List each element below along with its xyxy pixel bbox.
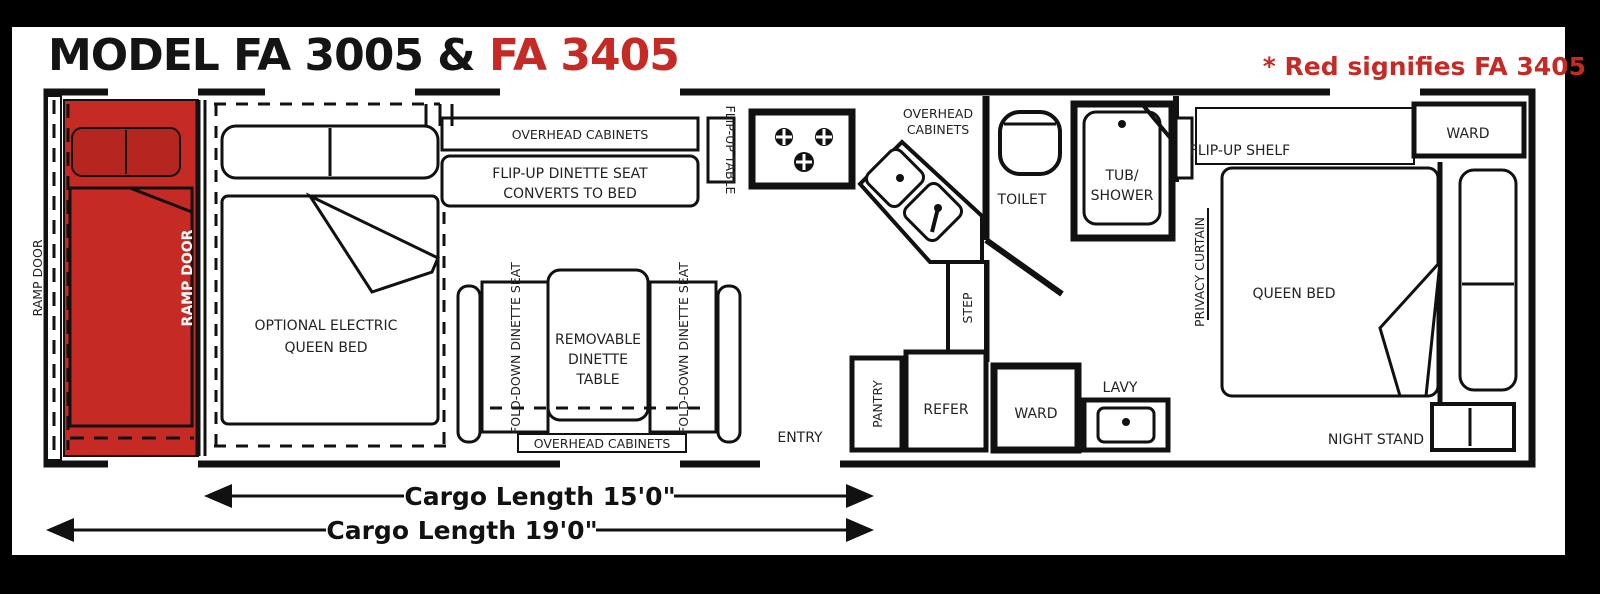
privacy-curtain-label: PRIVACY CURTAIN <box>1192 217 1207 327</box>
ward-top <box>1411 101 1527 159</box>
toilet-bowl <box>998 110 1062 176</box>
flip-up-shelf-label: FLIP-UP SHELF <box>1190 143 1290 159</box>
dinette-seat-label-2: CONVERTS TO BED <box>503 186 637 202</box>
bottom-window-breaks <box>108 460 840 468</box>
arrow-left-icon <box>46 518 74 542</box>
bottom-black-strip <box>0 560 1600 594</box>
optional-bed-label-2: QUEEN BED <box>284 340 367 356</box>
ramp-door-inner-label: RAMP DOOR <box>180 229 196 326</box>
flip-up-table-label: FLIP-UP TABLE <box>723 106 738 195</box>
dinette-arm-left <box>456 284 482 444</box>
red-blanket-fold <box>129 186 194 228</box>
sink-drain-left <box>896 174 904 182</box>
removable-table-label-3: TABLE <box>575 372 619 388</box>
dinette-seat-label-1: FLIP-UP DINETTE SEAT <box>492 166 648 182</box>
burner-cross-icons <box>776 129 832 170</box>
night-stand <box>1430 402 1516 452</box>
top-window-breaks <box>108 88 1420 96</box>
dinette-arm-right <box>716 284 742 444</box>
flip-up-shelf-bracket <box>1174 116 1194 180</box>
cargo-19-dimension: Cargo Length 19'0" <box>46 516 874 545</box>
refer-label: REFER <box>923 402 968 418</box>
entry-label: ENTRY <box>777 430 823 446</box>
queen-blanket-fold <box>1378 257 1442 398</box>
overhead-cabinets-top <box>440 116 700 152</box>
step-label: STEP <box>960 292 975 323</box>
optional-bed-label-1: OPTIONAL ELECTRIC <box>255 318 398 334</box>
kitchen-cabinets-label-2: CABINETS <box>907 122 969 137</box>
ramp-door-outer-label: RAMP DOOR <box>30 239 45 316</box>
ward-top-label: WARD <box>1446 126 1489 142</box>
ward-mid-label: WARD <box>1014 406 1057 422</box>
stove <box>748 108 856 190</box>
lavy-drain <box>1122 418 1130 426</box>
flip-up-dinette-seat <box>440 154 700 208</box>
red-legend-note: * Red signifies FA 3405 <box>1262 52 1586 81</box>
refer <box>903 349 989 453</box>
cargo-15-label: Cargo Length 15'0" <box>404 482 675 511</box>
overhead-cabinets-bottom <box>517 433 687 453</box>
tub-drain <box>1118 120 1126 128</box>
shower-door <box>1140 102 1174 142</box>
pantry-label: PANTRY <box>870 380 885 428</box>
pantry <box>849 355 905 453</box>
ward-mid <box>990 362 1082 454</box>
cargo-19-label: Cargo Length 19'0" <box>326 516 597 545</box>
cargo-15-dimension: Cargo Length 15'0" <box>204 482 874 511</box>
sink-basin-left <box>864 147 926 209</box>
queen-bed-label: QUEEN BED <box>1252 286 1335 302</box>
removable-table-label-1: REMOVABLE <box>555 332 641 348</box>
sink-basin-right <box>902 181 964 243</box>
optional-queen-bed <box>220 194 440 426</box>
removable-table-label-2: DINETTE <box>568 352 628 368</box>
queen-bed-pillows <box>1458 168 1518 392</box>
toilet-label: TOILET <box>997 192 1047 208</box>
fold-down-right-label: FOLD-DOWN DINETTE SEAT <box>676 262 691 434</box>
overhead-cabinets-top-label: OVERHEAD CABINETS <box>512 127 649 142</box>
arrow-right-icon <box>846 484 874 508</box>
tub-basin <box>1082 110 1162 226</box>
bath-door-swing <box>984 237 1064 297</box>
model-title: MODEL FA 3005 & FA 3405 <box>48 30 680 81</box>
fold-down-left-label: FOLD-DOWN DINETTE SEAT <box>508 262 523 434</box>
kitchen-cabinets-label-1: OVERHEAD <box>903 106 973 121</box>
flip-up-table <box>706 116 736 184</box>
faucet-icon <box>930 207 940 233</box>
title-red-model: FA 3405 <box>488 30 680 81</box>
overhead-cabinets-bottom-label: OVERHEAD CABINETS <box>534 436 671 451</box>
title-prefix: MODEL FA 3005 & <box>48 30 489 81</box>
night-stand-label: NIGHT STAND <box>1328 432 1424 448</box>
fold-down-seat-right <box>648 280 718 434</box>
tub-shower-label-2: SHOWER <box>1091 188 1154 204</box>
flip-up-shelf <box>1195 107 1415 165</box>
lavy-label: LAVY <box>1103 380 1138 396</box>
bed-blanket-fold <box>305 192 440 294</box>
removable-dinette-table <box>546 268 650 422</box>
arrow-left-icon <box>204 484 232 508</box>
arrow-right-icon <box>846 518 874 542</box>
tub-shower-label-1: TUB/ <box>1104 168 1138 184</box>
